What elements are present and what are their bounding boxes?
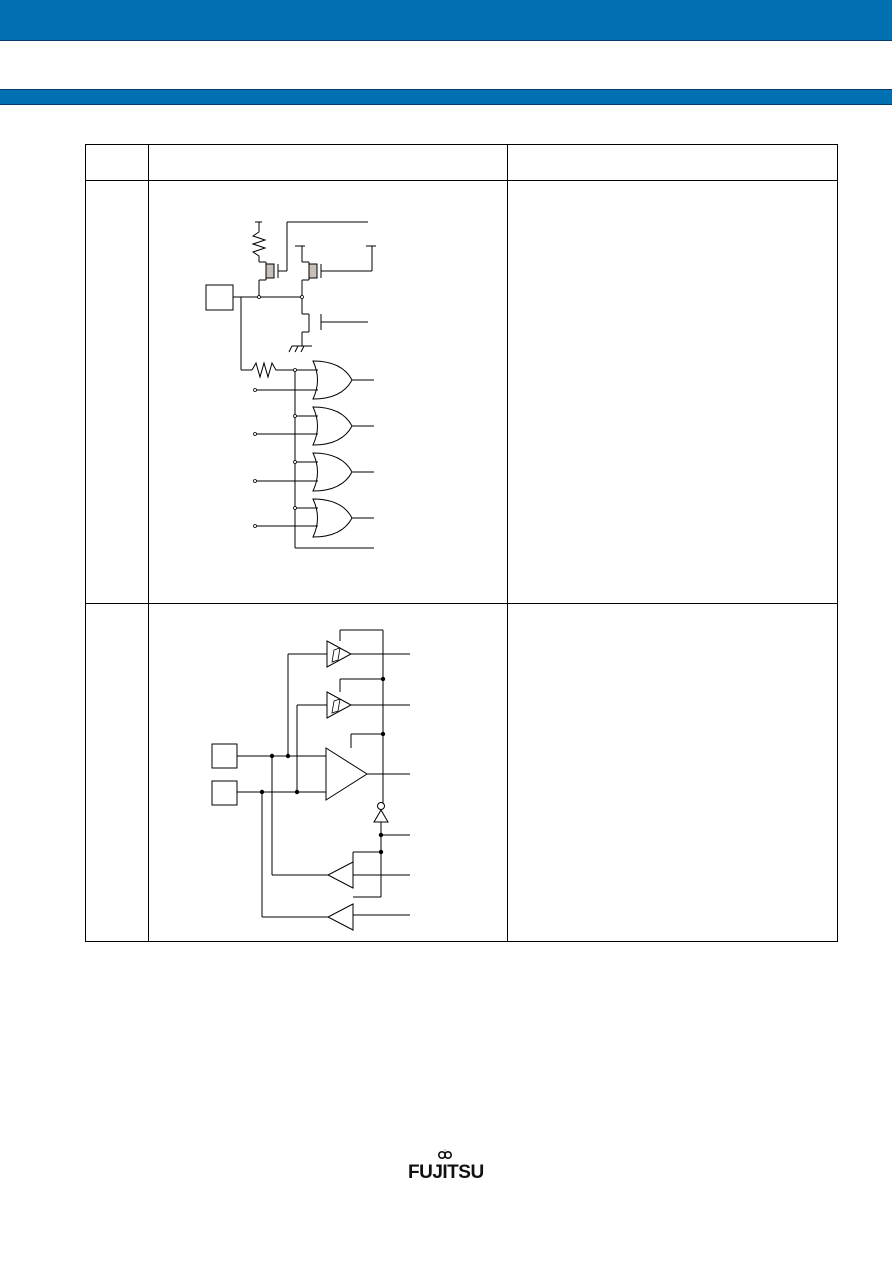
section-bar: [0, 89, 892, 105]
header-divider: [0, 40, 892, 41]
fujitsu-logo: FUJITSU: [408, 1148, 488, 1190]
io-circuit-table: [85, 144, 838, 942]
header-divider-row: [86, 180, 837, 181]
column-divider-type: [148, 145, 149, 941]
infinity-icon: [437, 1149, 452, 1160]
row-divider: [86, 603, 837, 604]
header-bar: [0, 0, 892, 40]
column-divider-remarks: [507, 145, 508, 941]
logo-text: FUJITSU: [408, 1162, 484, 1183]
